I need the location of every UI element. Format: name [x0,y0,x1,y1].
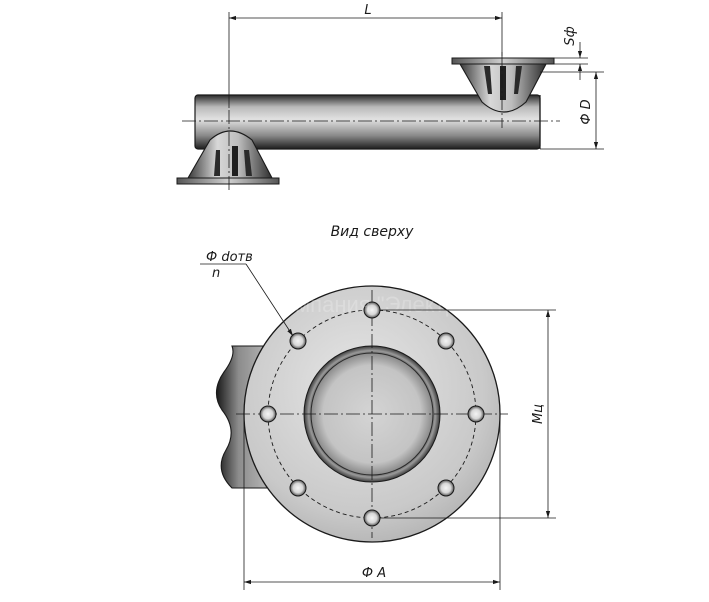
lower-flange-nozzle [176,130,280,185]
lower-flange-base [176,177,280,185]
length-label: L [364,3,371,18]
bolt-hole [467,405,485,423]
flange-diameter-label: Ф А [362,566,386,581]
upper-flange-nozzle [451,57,555,113]
watermark: Компания "Электро... [270,292,488,317]
upper-rib-2 [500,66,506,100]
bolt-holes [259,301,485,527]
top-view: Компания "Электро... Ф dотв n Мц Ф А [200,250,556,590]
pipe-diameter-label: Ф D [579,99,594,124]
wall-thickness-label: Sф [563,26,578,45]
view-caption: Вид сверху [331,224,415,240]
lower-rib-3 [244,150,252,176]
upper-flange-base [451,57,555,65]
bolt-hole [363,509,381,527]
side-view: L Sф Ф D [176,3,604,190]
bolt-circle-label: Мц [531,404,546,424]
lower-cone [187,130,273,179]
upper-rib-3 [514,66,522,94]
bolt-hole [437,332,455,350]
bolt-hole [437,479,455,497]
hole-diameter-label: Ф dотв [206,250,253,265]
hole-leader [245,263,294,337]
hole-count-label: n [212,266,220,281]
upper-rib-1 [484,66,492,94]
lower-rib-2 [232,146,238,176]
bolt-hole [289,332,307,350]
bolt-hole [289,479,307,497]
lower-rib-1 [214,150,220,176]
bolt-hole [259,405,277,423]
